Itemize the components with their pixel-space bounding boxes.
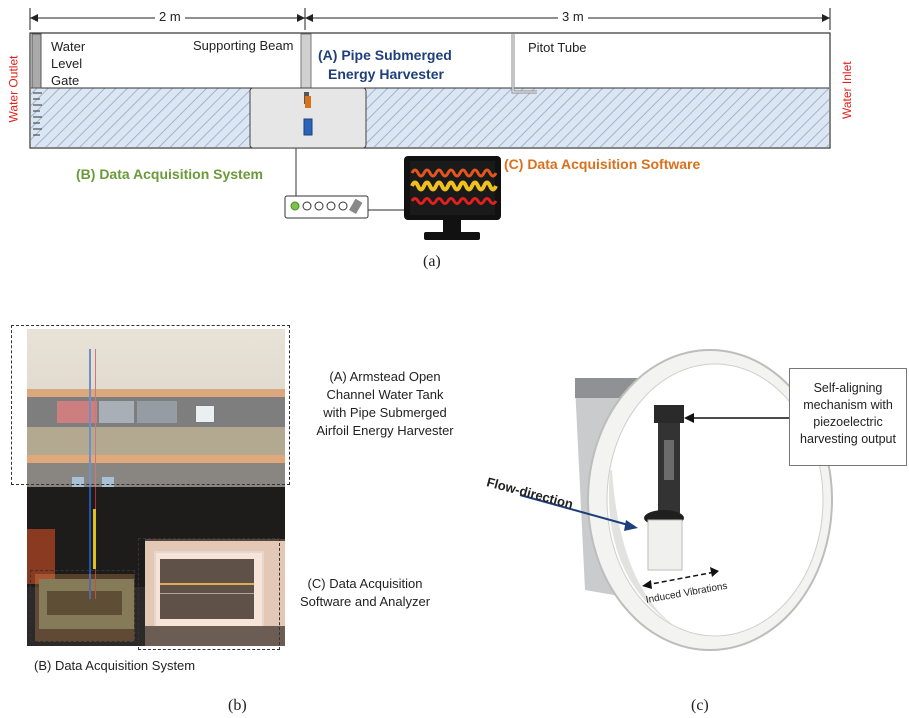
mechanism-callout-text: Self-aligning mechanism with piezoelectr… [800, 381, 896, 446]
caption-a: (a) [423, 253, 441, 270]
software-analyzer-label: (C) Data Acquisition Software and Analyz… [299, 576, 431, 609]
dimension-3m: 3 m [558, 9, 588, 24]
pipe-harvester-label: (A) Pipe Submerged Energy Harvester [318, 47, 452, 82]
water-region [31, 88, 829, 147]
tank-highlight-box [11, 325, 290, 485]
daq-photo-label: (B) Data Acquisition System [34, 658, 196, 673]
dimension-2m: 2 m [155, 9, 185, 24]
gate-ruler [33, 92, 42, 136]
water-level-gate-label: Water Level Gate [51, 39, 86, 88]
harvester-airfoil [303, 118, 313, 136]
water-level-gate [31, 33, 42, 89]
caption-c: (c) [691, 697, 709, 714]
daq-highlight-box [30, 570, 135, 642]
supporting-beam-label: Supporting Beam [193, 38, 294, 53]
daq-device [284, 195, 369, 219]
harvester-pipe-section [249, 87, 367, 149]
daq-software-label: (C) Data Acquisition Software [504, 156, 701, 172]
tank-label: (A) Armstead Open Channel Water Tank wit… [316, 369, 454, 438]
mechanism-callout-box [789, 368, 907, 466]
software-highlight-box [138, 538, 280, 650]
daq-system-label: (B) Data Acquisition System [76, 166, 263, 182]
pitot-tube-label: Pitot Tube [528, 40, 587, 55]
harvester-piezo [305, 96, 311, 108]
monitor-icon [404, 156, 501, 240]
airfoil-body [647, 519, 683, 571]
caption-b: (b) [228, 697, 247, 714]
